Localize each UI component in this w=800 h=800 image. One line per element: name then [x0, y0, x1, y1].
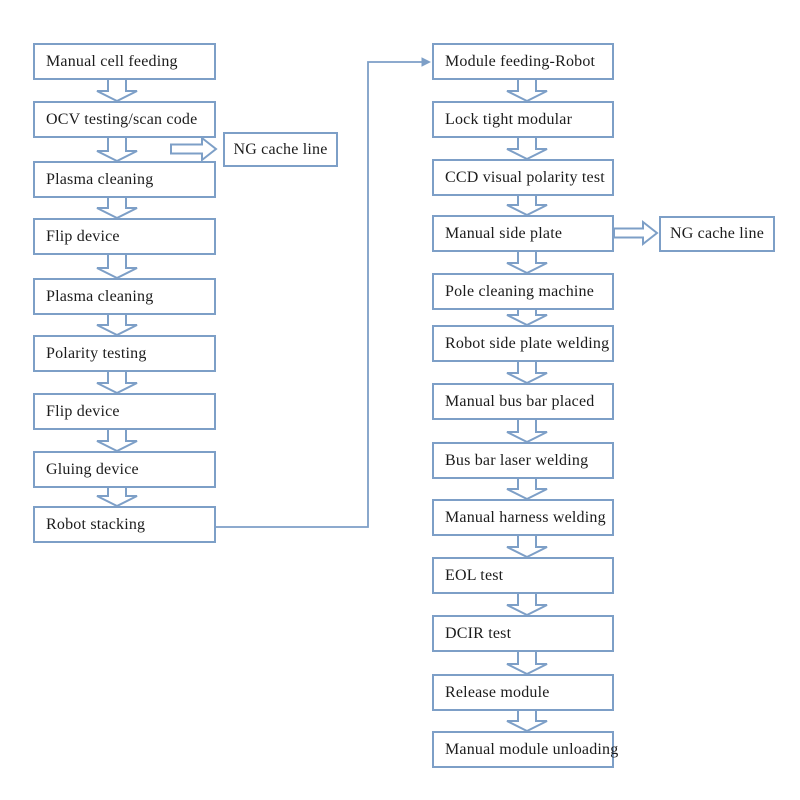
flow-step-label: Plasma cleaning — [46, 287, 154, 305]
flow-step-label: EOL test — [445, 566, 504, 584]
flow-step-box: Pole cleaning machine — [432, 273, 614, 310]
down-arrow-icon — [506, 418, 548, 444]
flow-step-box: DCIR test — [432, 615, 614, 652]
flow-step-label: OCV testing/scan code — [46, 110, 198, 128]
flow-step-label: Polarity testing — [46, 344, 147, 362]
down-arrow-icon — [506, 360, 548, 385]
flow-step-box: Module feeding-Robot — [432, 43, 614, 80]
flow-step-box: Manual cell feeding — [33, 43, 216, 80]
flow-step-label: Manual bus bar placed — [445, 392, 595, 410]
connector-line — [216, 61, 423, 528]
flow-step-box: Flip device — [33, 218, 216, 255]
flow-step-label: Gluing device — [46, 460, 139, 478]
flow-step-label: Manual module unloading — [445, 740, 619, 758]
flow-step-box: Manual module unloading — [432, 731, 618, 768]
flow-step-label: Pole cleaning machine — [445, 282, 595, 300]
down-arrow-icon — [506, 136, 548, 161]
down-arrow-icon — [506, 650, 548, 676]
flow-step-box: Gluing device — [33, 451, 216, 488]
down-arrow-icon — [96, 370, 138, 395]
flow-step-box: Manual side plate — [432, 215, 614, 252]
down-arrow-icon — [96, 313, 138, 337]
flow-step-label: Robot stacking — [46, 515, 146, 533]
flow-step-box: Bus bar laser welding — [432, 442, 614, 479]
down-arrow-icon — [506, 78, 548, 103]
down-arrow-icon — [96, 78, 138, 103]
down-arrow-icon — [506, 709, 548, 733]
right-arrow-icon — [613, 219, 659, 247]
flow-step-label: DCIR test — [445, 624, 512, 642]
flow-step-box: Lock tight modular — [432, 101, 614, 138]
flow-step-label: Manual harness welding — [445, 508, 606, 526]
flow-step-label: NG cache line — [669, 225, 765, 242]
flow-step-box: OCV testing/scan code — [33, 101, 216, 138]
flow-step-box: Robot stacking — [33, 506, 216, 543]
down-arrow-icon — [506, 534, 548, 559]
flow-step-box: Polarity testing — [33, 335, 216, 372]
ng-cache-box: NG cache line — [223, 132, 338, 167]
flow-step-box: Manual bus bar placed — [432, 383, 614, 420]
down-arrow-icon — [506, 194, 548, 217]
flow-step-box: CCD visual polarity test — [432, 159, 614, 196]
down-arrow-icon — [96, 253, 138, 280]
flow-step-box: Release module — [432, 674, 614, 711]
down-arrow-icon — [506, 250, 548, 275]
flow-step-label: Plasma cleaning — [46, 170, 154, 188]
down-arrow-icon — [506, 477, 548, 501]
flow-step-label: Manual side plate — [445, 224, 563, 242]
down-arrow-icon — [96, 136, 138, 163]
down-arrow-icon — [506, 308, 548, 327]
flow-step-label: Bus bar laser welding — [445, 451, 589, 469]
flow-step-label: Flip device — [46, 227, 120, 245]
flow-step-box: EOL test — [432, 557, 614, 594]
right-arrow-icon — [170, 135, 218, 163]
down-arrow-icon — [506, 592, 548, 617]
flow-step-box: Robot side plate welding — [432, 325, 614, 362]
flow-step-label: Robot side plate welding — [445, 334, 610, 352]
connector-arrowhead-icon — [421, 57, 431, 67]
flow-step-box: Plasma cleaning — [33, 161, 216, 198]
flow-step-label: Release module — [445, 683, 550, 701]
flow-step-label: Manual cell feeding — [46, 52, 178, 70]
down-arrow-icon — [96, 196, 138, 220]
flow-step-box: Flip device — [33, 393, 216, 430]
flow-step-box: Plasma cleaning — [33, 278, 216, 315]
flow-step-label: Flip device — [46, 402, 120, 420]
flow-step-label: Lock tight modular — [445, 110, 573, 128]
down-arrow-icon — [96, 428, 138, 453]
down-arrow-icon — [96, 486, 138, 508]
ng-cache-box: NG cache line — [659, 216, 775, 252]
flow-step-box: Manual harness welding — [432, 499, 614, 536]
flow-step-label: CCD visual polarity test — [445, 168, 605, 186]
flow-step-label: Module feeding-Robot — [445, 52, 596, 70]
flow-step-label: NG cache line — [233, 140, 328, 158]
